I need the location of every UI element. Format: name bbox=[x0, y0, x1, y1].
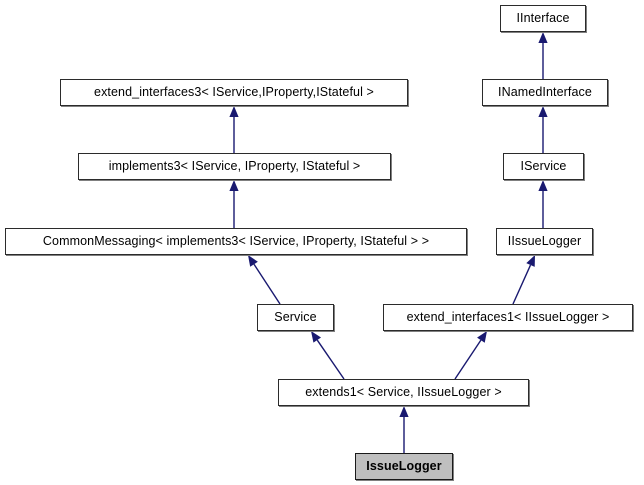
class-node-iservice[interactable]: IService bbox=[503, 153, 584, 180]
inheritance-edge-commonmessaging-to-implements3 bbox=[229, 180, 239, 228]
class-node-inamedinterface[interactable]: INamedInterface bbox=[482, 79, 608, 106]
class-node-service[interactable]: Service bbox=[257, 304, 334, 331]
inheritance-edge-extends1-to-extend_interfaces1 bbox=[454, 331, 487, 380]
class-node-implements3[interactable]: implements3< IService, IProperty, IState… bbox=[78, 153, 391, 180]
inheritance-edge-service-to-commonmessaging bbox=[248, 255, 281, 305]
class-node-label: extend_interfaces1< IIssueLogger > bbox=[406, 310, 610, 325]
class-node-iinterface[interactable]: IInterface bbox=[500, 5, 586, 32]
inheritance-edge-implements3-to-extend_interfaces3 bbox=[229, 106, 239, 153]
edge-arrowhead bbox=[229, 180, 239, 191]
edge-line bbox=[316, 339, 345, 380]
class-node-label: IIssueLogger bbox=[507, 234, 582, 249]
class-node-label: IInterface bbox=[516, 11, 570, 26]
class-node-label: IService bbox=[520, 159, 567, 174]
edge-arrowhead bbox=[477, 331, 487, 343]
class-node-label: implements3< IService, IProperty, IState… bbox=[108, 159, 361, 174]
class-node-iissuelogger[interactable]: IIssueLogger bbox=[496, 228, 593, 255]
inheritance-edge-iissuelogger-to-iservice bbox=[538, 180, 548, 228]
edge-line bbox=[253, 263, 281, 305]
inheritance-edge-issuelogger-to-extends1 bbox=[399, 406, 409, 453]
edge-arrowhead bbox=[229, 106, 239, 117]
edge-arrowhead bbox=[248, 255, 258, 267]
class-node-label: extends1< Service, IIssueLogger > bbox=[305, 385, 502, 400]
class-node-label: CommonMessaging< implements3< IService, … bbox=[42, 234, 430, 249]
edge-arrowhead bbox=[538, 32, 548, 43]
class-node-commonmessaging[interactable]: CommonMessaging< implements3< IService, … bbox=[5, 228, 467, 255]
edge-arrowhead bbox=[538, 180, 548, 191]
inheritance-edge-iservice-to-inamedinterface bbox=[538, 106, 548, 153]
class-node-label: IssueLogger bbox=[366, 459, 442, 474]
inheritance-edge-inamedinterface-to-iinterface bbox=[538, 32, 548, 79]
class-node-extend_interfaces1[interactable]: extend_interfaces1< IIssueLogger > bbox=[383, 304, 633, 331]
class-node-extends1[interactable]: extends1< Service, IIssueLogger > bbox=[278, 379, 529, 406]
edge-arrowhead bbox=[399, 406, 409, 417]
edge-arrowhead bbox=[526, 255, 535, 267]
inheritance-edge-extends1-to-service bbox=[311, 331, 345, 380]
class-node-label: INamedInterface bbox=[498, 85, 592, 100]
class-node-label: Service bbox=[274, 310, 317, 325]
class-node-issuelogger[interactable]: IssueLogger bbox=[355, 453, 453, 480]
edge-arrowhead bbox=[311, 331, 322, 343]
inheritance-edge-extend_interfaces1-to-iissuelogger bbox=[512, 255, 535, 305]
edge-line bbox=[454, 339, 482, 380]
edge-arrowhead bbox=[538, 106, 548, 117]
class-node-extend_interfaces3[interactable]: extend_interfaces3< IService,IProperty,I… bbox=[60, 79, 408, 106]
class-node-label: extend_interfaces3< IService,IProperty,I… bbox=[94, 85, 374, 100]
edge-line bbox=[512, 264, 532, 305]
